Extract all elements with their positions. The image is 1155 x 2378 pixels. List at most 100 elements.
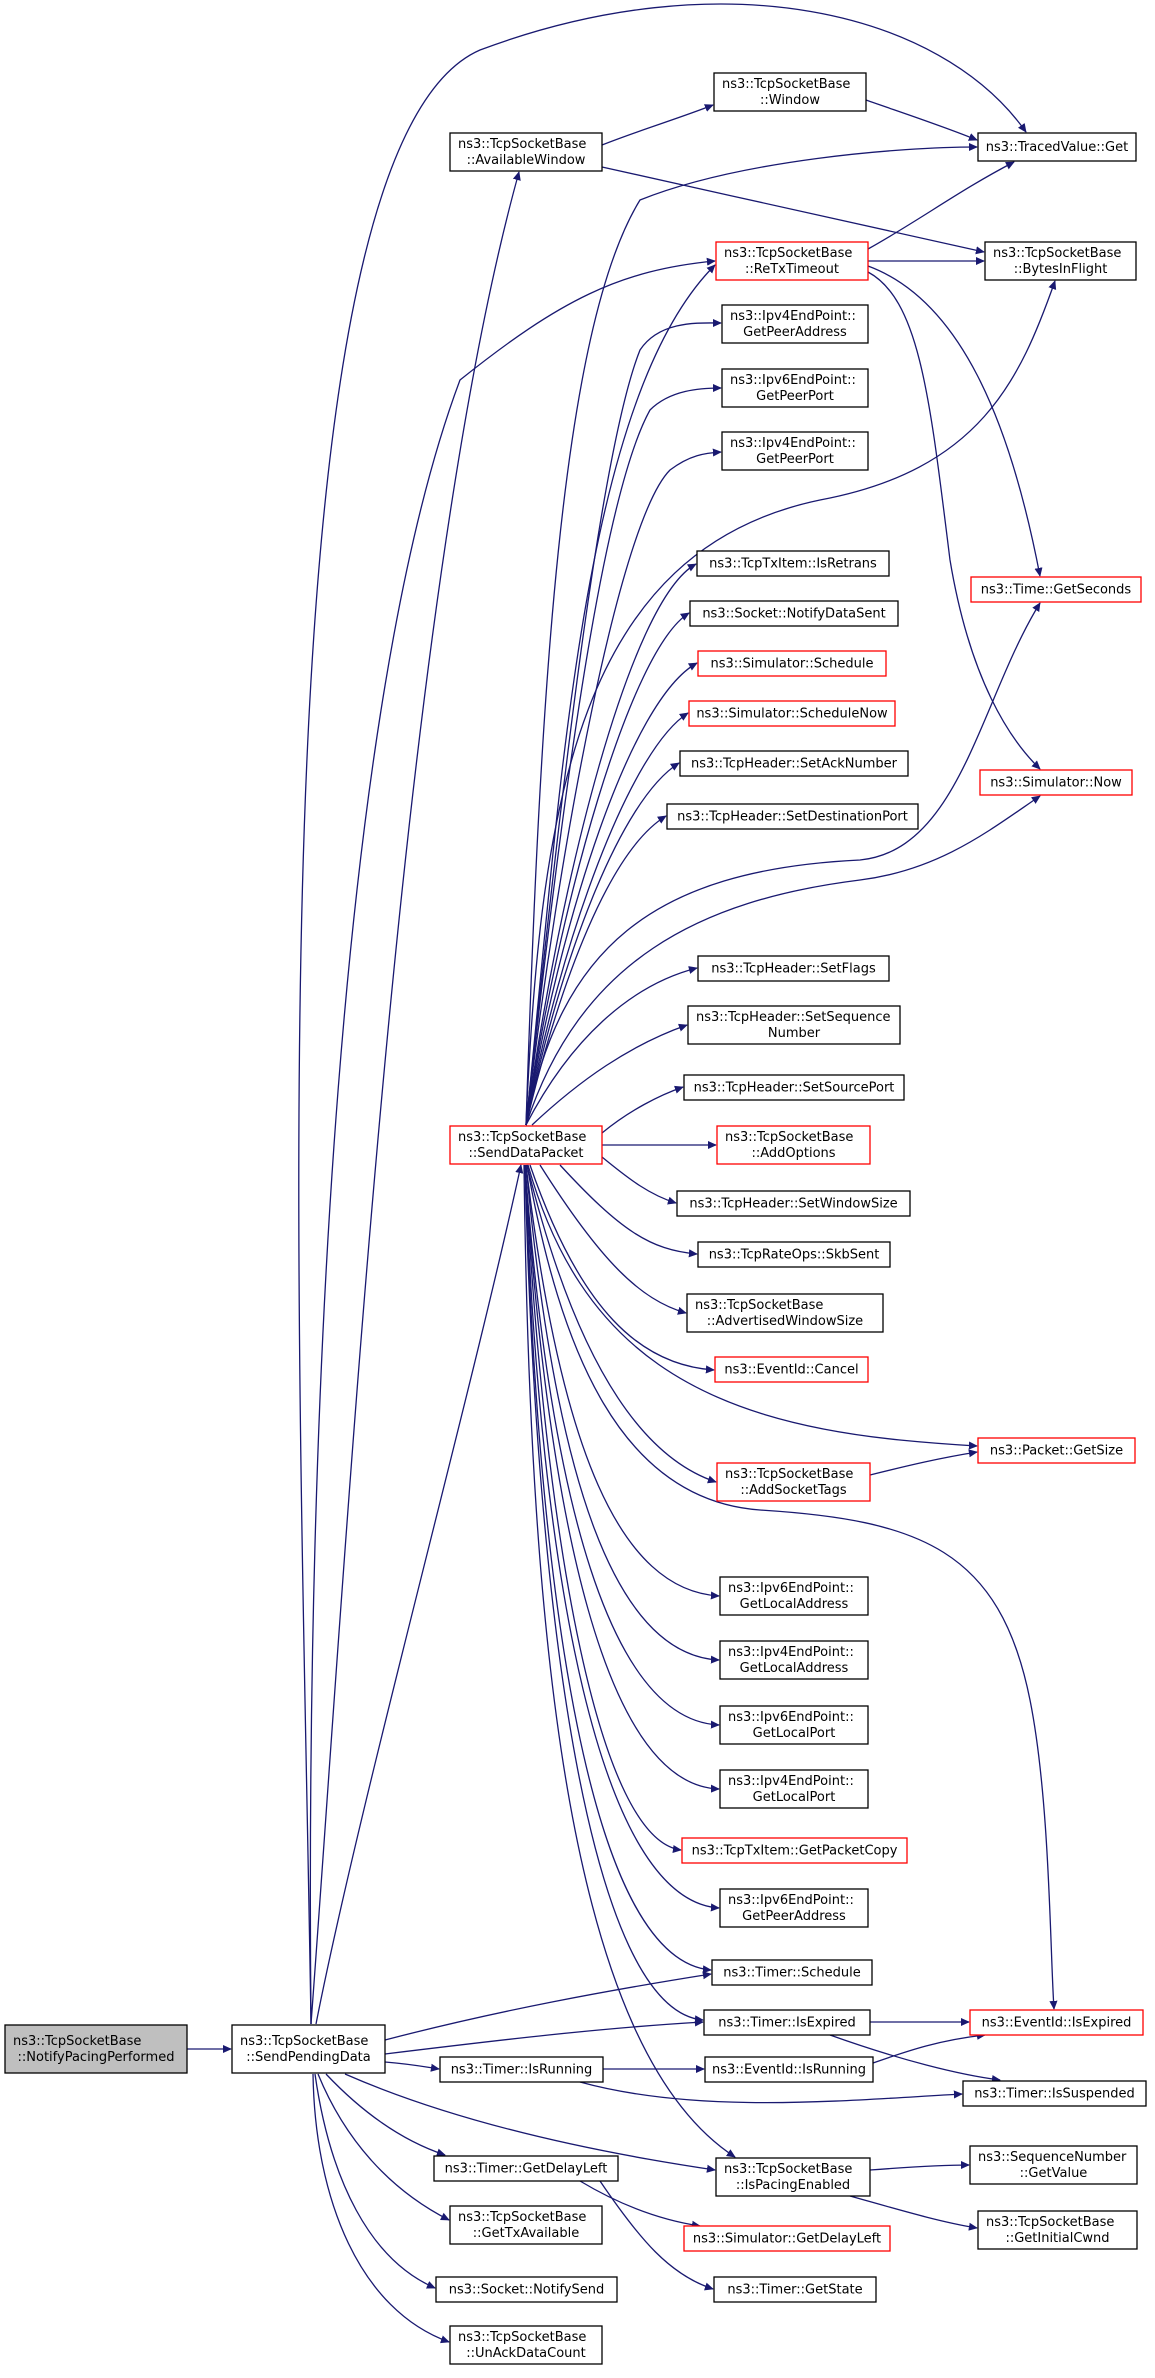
edge-send-pending-to-timer-is-running [384,2061,440,2072]
edge-send-pending-to-available-window [310,171,521,2025]
node-box [439,2056,604,2083]
node-add-options[interactable]: ns3::TcpSocketBase::AddOptions [716,1125,871,1165]
node-get-initial-cwnd[interactable]: ns3::TcpSocketBase::GetInitialCwnd [977,2210,1138,2250]
node-box [962,2080,1147,2107]
node-sim-schedule[interactable]: ns3::Simulator::Schedule [697,650,887,677]
node-timer-is-suspended[interactable]: ns3::Timer::IsSuspended [962,2080,1147,2107]
node-is-pacing-enabled[interactable]: ns3::TcpSocketBase::IsPacingEnabled [715,2157,871,2197]
node-label-line: ns3::EventId::IsRunning [712,2063,866,2078]
node-label-line: ::BytesInFlight [1014,262,1108,277]
node-box [681,1837,908,1864]
node-advertised-window-size[interactable]: ns3::TcpSocketBase::AdvertisedWindowSize [686,1293,884,1333]
node-label-line: ns3::TcpSocketBase [695,1298,823,1313]
node-ipv4-get-peer-port[interactable]: ns3::Ipv4EndPoint::GetPeerPort [721,431,869,471]
node-time-get-seconds[interactable]: ns3::Time::GetSeconds [970,576,1142,603]
node-label-line: ns3::Time::GetSeconds [981,583,1132,598]
node-ipv4-get-local-port[interactable]: ns3::Ipv4EndPoint::GetLocalPort [719,1769,869,1809]
node-set-source-port[interactable]: ns3::TcpHeader::SetSourcePort [683,1074,905,1101]
edge-send-data-packet-to-get-packet-copy [524,1164,682,1853]
node-event-cancel[interactable]: ns3::EventId::Cancel [714,1356,869,1383]
node-window[interactable]: ns3::TcpSocketBase::Window [713,72,867,112]
node-box [716,1125,871,1165]
node-set-flags[interactable]: ns3::TcpHeader::SetFlags [697,955,890,982]
node-label-line: ns3::TcpSocketBase [458,137,586,152]
node-bytes-in-flight[interactable]: ns3::TcpSocketBase::BytesInFlight [984,241,1137,281]
node-seq-get-value[interactable]: ns3::SequenceNumber::GetValue [969,2145,1138,2185]
node-set-window-size[interactable]: ns3::TcpHeader::SetWindowSize [676,1190,911,1217]
node-available-window[interactable]: ns3::TcpSocketBase::AvailableWindow [449,132,603,172]
node-socket-notify-send[interactable]: ns3::Socket::NotifySend [435,2276,618,2303]
node-label-line: ns3::TcpSocketBase [458,2330,586,2345]
node-box [721,431,869,471]
nodes-layer: ns3::TcpSocketBase::NotifyPacingPerforme… [4,72,1147,2365]
edge-send-data-packet-to-ipv4-get-local-port [524,1164,720,1793]
node-box [679,750,909,777]
node-label-line: ns3::TcpSocketBase [724,246,852,261]
node-ipv6-get-peer-port[interactable]: ns3::Ipv6EndPoint::GetPeerPort [721,368,869,408]
node-unack-data-count[interactable]: ns3::TcpSocketBase::UnAckDataCount [449,2325,603,2365]
node-label-line: ns3::TcpHeader::SetDestinationPort [677,810,908,825]
node-notify-data-sent[interactable]: ns3::Socket::NotifyDataSent [689,600,899,627]
node-timer-is-running[interactable]: ns3::Timer::IsRunning [439,2056,604,2083]
node-label-line: ns3::TcpRateOps::SkbSent [709,1248,880,1263]
node-timer-is-expired[interactable]: ns3::Timer::IsExpired [703,2009,871,2036]
edge-add-socket-tags-to-packet-get-size [869,1449,978,1476]
node-ipv4-get-local-address[interactable]: ns3::Ipv4EndPoint::GetLocalAddress [719,1640,869,1680]
node-sim-now[interactable]: ns3::Simulator::Now [979,769,1133,796]
node-send-pending[interactable]: ns3::TcpSocketBase::SendPendingData [231,2024,386,2074]
node-box [449,1125,603,1165]
node-notify-pacing: ns3::TcpSocketBase::NotifyPacingPerforme… [4,2024,188,2074]
edge-timer-is-expired-to-timer-is-suspended [829,2034,1001,2084]
edge-send-data-packet-to-packet-get-size [527,1164,978,1450]
node-box [716,1462,871,1502]
node-set-destination-port[interactable]: ns3::TcpHeader::SetDestinationPort [666,803,919,830]
edge-send-data-packet-to-retx-timeout [525,264,716,1126]
node-label-line: ns3::Ipv4EndPoint:: [730,436,856,451]
node-sim-get-delay-left[interactable]: ns3::Simulator::GetDelayLeft [683,2225,891,2252]
edge-send-data-packet-to-event-cancel [529,1164,715,1374]
node-event-is-running[interactable]: ns3::EventId::IsRunning [704,2056,874,2083]
node-sim-schedule-now[interactable]: ns3::Simulator::ScheduleNow [688,700,896,727]
node-event-is-expired[interactable]: ns3::EventId::IsExpired [969,2009,1144,2036]
node-retx-timeout[interactable]: ns3::TcpSocketBase::ReTxTimeout [715,241,869,281]
node-ipv6-get-peer-address[interactable]: ns3::Ipv6EndPoint::GetPeerAddress [719,1888,869,1928]
node-set-ack-number[interactable]: ns3::TcpHeader::SetAckNumber [679,750,909,777]
node-ipv6-get-local-port[interactable]: ns3::Ipv6EndPoint::GetLocalPort [719,1705,869,1745]
edge-window-to-traced-get [865,99,978,141]
edge-send-data-packet-to-add-socket-tags [526,1164,717,1484]
node-label-line: ns3::Timer::GetDelayLeft [445,2162,608,2177]
node-add-socket-tags[interactable]: ns3::TcpSocketBase::AddSocketTags [716,1462,871,1502]
node-label-line: ns3::Ipv4EndPoint:: [730,309,856,324]
node-label-line: GetPeerPort [756,452,834,467]
node-box [715,241,869,281]
node-ipv4-get-peer-address[interactable]: ns3::Ipv4EndPoint::GetPeerAddress [721,304,869,344]
node-label-line: ns3::Ipv6EndPoint:: [728,1581,854,1596]
edge-send-data-packet-to-sim-schedule-now [525,712,689,1126]
edge-send-data-packet-to-is-pacing-enabled [523,1164,736,2158]
edge-send-data-packet-to-ipv6-get-local-address [525,1164,720,1600]
node-box [676,1190,911,1217]
node-label-line: ns3::TcpSocketBase [993,246,1121,261]
node-label-line: ns3::TcpHeader::SetFlags [711,962,876,977]
node-timer-schedule[interactable]: ns3::Timer::Schedule [711,1959,873,1986]
node-timer-get-state[interactable]: ns3::Timer::GetState [713,2276,877,2303]
edge-send-data-packet-to-set-ack-number [525,762,680,1126]
node-tx-is-retrans[interactable]: ns3::TcpTxItem::IsRetrans [696,550,890,577]
edge-send-pending-to-timer-schedule [384,1971,712,2041]
node-skb-sent[interactable]: ns3::TcpRateOps::SkbSent [697,1241,891,1268]
node-ipv6-get-local-address[interactable]: ns3::Ipv6EndPoint::GetLocalAddress [719,1576,869,1616]
node-label-line: ns3::Simulator::Schedule [710,657,873,672]
edge-is-pacing-enabled-to-get-initial-cwnd [849,2195,978,2231]
node-traced-get[interactable]: ns3::TracedValue::Get [977,132,1137,162]
node-label-line: ns3::TcpSocketBase [725,1130,853,1145]
node-get-packet-copy[interactable]: ns3::TcpTxItem::GetPacketCopy [681,1837,908,1864]
node-send-data-packet[interactable]: ns3::TcpSocketBase::SendDataPacket [449,1125,603,1165]
node-label-line: ::GetTxAvailable [473,2226,579,2241]
node-timer-get-delay-left[interactable]: ns3::Timer::GetDelayLeft [433,2155,619,2182]
edge-send-data-packet-to-set-flags [525,966,698,1126]
node-label-line: ::AdvertisedWindowSize [707,1314,863,1329]
node-packet-get-size[interactable]: ns3::Packet::GetSize [977,1437,1136,1464]
node-get-tx-available[interactable]: ns3::TcpSocketBase::GetTxAvailable [449,2205,603,2245]
node-label-line: ::AddOptions [751,1146,835,1161]
